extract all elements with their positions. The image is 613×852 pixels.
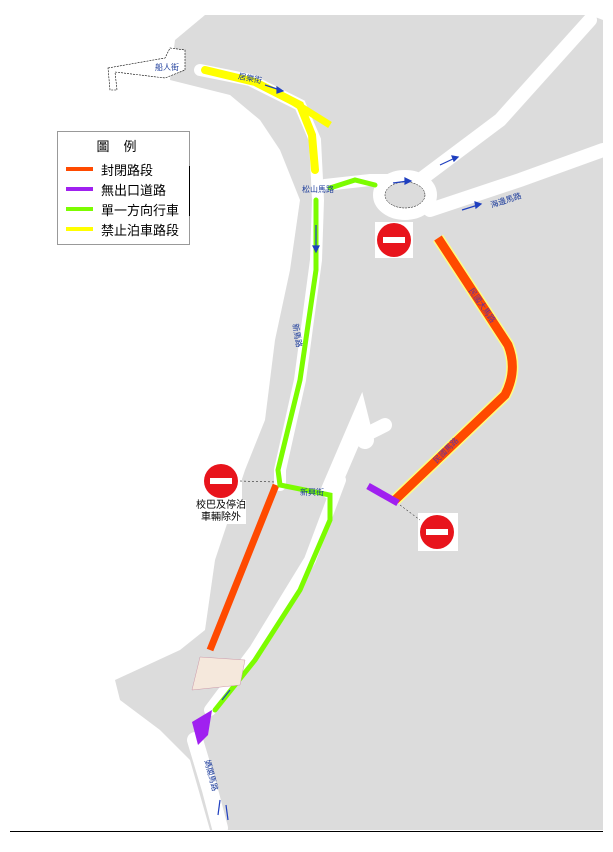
caption-line: 校巴及停泊 (196, 500, 246, 511)
closed-road-segment (206, 483, 280, 652)
legend-item-no-exit: 無出口道路 (66, 180, 167, 199)
roundabout-island (384, 181, 426, 209)
legend-divider (189, 166, 190, 216)
no-entry-exception-caption: 校巴及停泊 車輛除外 (196, 500, 246, 524)
no-entry-sign-right (399, 504, 458, 551)
one-way-roads (212, 177, 378, 713)
map-legend: 圖例 封閉路段 無出口道路 單一方向行車 禁止泊車路段 (57, 131, 190, 245)
closed-road-segment (391, 235, 517, 504)
legend-swatch (66, 207, 93, 211)
bottom-rule (10, 831, 603, 832)
caption-line: 車輛除外 (201, 512, 241, 523)
pier (107, 47, 186, 91)
legend-label: 單一方向行車 (101, 203, 180, 219)
no-exit-road (366, 482, 400, 507)
no-parking-segment (288, 97, 332, 128)
legend-label: 封閉路段 (101, 163, 154, 179)
legend-swatch (66, 187, 93, 191)
legend-item-no-parking: 禁止泊車路段 (66, 220, 180, 239)
legend-item-closed: 封閉路段 (66, 160, 154, 179)
street-label: 新興街 (300, 488, 324, 497)
legend-item-one-way: 單一方向行車 (66, 200, 180, 219)
hatched-area (191, 656, 246, 691)
no-exit-road (192, 710, 212, 745)
direction-arrows (217, 84, 483, 821)
street-label: 松山馬路 (302, 185, 334, 194)
legend-label: 無出口道路 (101, 183, 167, 199)
street-label: 船人街 (155, 63, 179, 72)
legend-swatch (66, 227, 93, 231)
no-entry-sign-left (200, 462, 276, 500)
legend-label: 禁止泊車路段 (101, 223, 180, 239)
legend-title: 圖例 (96, 140, 151, 155)
no-entry-sign-top (375, 222, 413, 258)
legend-swatch (66, 167, 93, 171)
